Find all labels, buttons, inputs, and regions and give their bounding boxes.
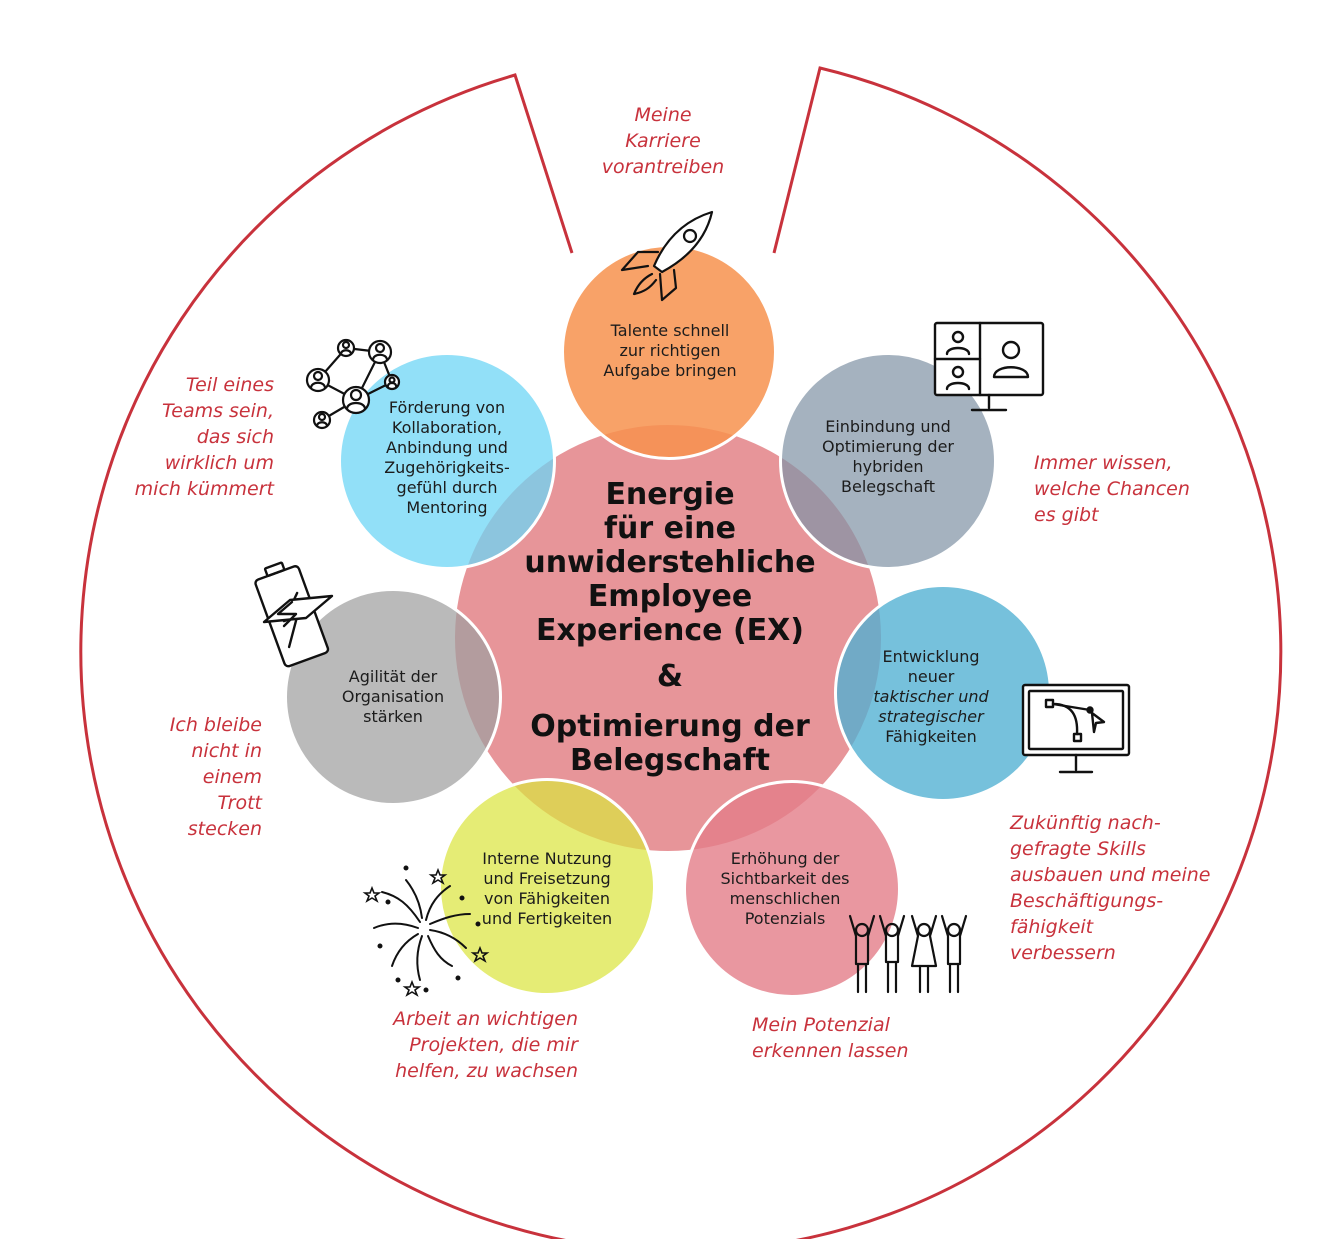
quote-chancen-line-2: welche Chancen: [1034, 478, 1190, 500]
vector-design-icon: [1020, 682, 1132, 778]
center-title-line-4: Employee: [587, 579, 753, 614]
quote-trott-line-5: stecken: [187, 818, 262, 840]
quote-karriere-line-3: vorantreiben: [601, 156, 725, 178]
quote-karriere-line-1: Meine: [634, 104, 692, 126]
quote-trott-line-3: einem: [202, 766, 262, 788]
text-einbindung: Einbindung und Optimierung der hybriden …: [803, 417, 973, 497]
quote-chancen-line-3: es gibt: [1034, 504, 1099, 526]
quote-trott-line-2: nicht in: [191, 740, 262, 762]
einbindung-line-3: hybriden: [852, 457, 924, 476]
rocket-icon: [614, 208, 724, 304]
quote-projekte-line-2: Projekten, die mir: [409, 1034, 578, 1056]
people-cheering-icon: [846, 912, 972, 996]
quote-team-line-4: wirklich um: [164, 452, 274, 474]
foerderung-line-2: Kollaboration,: [391, 418, 503, 437]
outer-arc: [79, 66, 1283, 1239]
talente-line-1: Talente schnell: [610, 321, 730, 340]
quote-skills-line-5: fähigkeit: [1010, 916, 1094, 938]
entwicklung-line-5: Fähigkeiten: [885, 727, 977, 746]
interne-line-3: von Fähigkeiten: [483, 889, 610, 908]
quote-skills-line-3: ausbauen und meine: [1010, 864, 1211, 886]
circle-talente: [561, 244, 777, 460]
circle-entwicklung: [834, 584, 1052, 802]
foerderung-line-6: Mentoring: [406, 498, 488, 517]
circle-foerderung: [338, 352, 556, 570]
quote-skills-line-2: gefragte Skills: [1010, 838, 1146, 860]
battery-charge-icon: [246, 556, 338, 672]
quote-projekte-line-1: Arbeit an wichtigen: [393, 1008, 578, 1030]
center-title-line-2: für eine: [604, 511, 736, 546]
center-subtitle-line-1: Optimierung der: [530, 709, 810, 744]
entwicklung-line-4: strategischer: [878, 707, 984, 726]
quote-chancen-line-1: Immer wissen,: [1034, 452, 1173, 474]
agilitaet-line-1: Agilität der: [348, 667, 438, 686]
quote-projekte: Arbeit an wichtigen Projekten, die mir h…: [370, 1006, 578, 1084]
circle-interne: [438, 778, 656, 996]
quote-trott-line-4: Trott: [217, 792, 262, 814]
center-title-line-5: Experience (EX): [535, 613, 805, 648]
fireworks-icon: [358, 862, 496, 998]
text-talente: Talente schnell zur richtigen Aufgabe br…: [582, 321, 758, 381]
text-agilitaet: Agilität der Organisation stärken: [318, 667, 468, 727]
center-ampersand: &: [656, 659, 684, 694]
erhoehung-line-3: menschlichen: [729, 889, 841, 908]
foerderung-line-1: Förderung von: [388, 398, 506, 417]
quote-team-line-1: Teil eines: [185, 374, 274, 396]
quote-team-line-2: Teams sein,: [162, 400, 274, 422]
quote-team-line-3: das sich: [196, 426, 274, 448]
text-foerderung: Förderung von Kollaboration, Anbindung u…: [370, 398, 524, 518]
interne-line-4: und Fertigkeiten: [481, 909, 613, 928]
quote-skills: Zukünftig nach- gefragte Skills ausbauen…: [1010, 810, 1224, 966]
quote-skills-line-1: Zukünftig nach-: [1010, 812, 1161, 834]
quote-karriere-line-2: Karriere: [625, 130, 701, 152]
einbindung-line-1: Einbindung und: [825, 417, 951, 436]
center-subtitle-line-2: Belegschaft: [570, 743, 770, 778]
entwicklung-line-2: neuer: [907, 667, 955, 686]
foerderung-line-5: gefühl durch: [396, 478, 498, 497]
einbindung-line-2: Optimierung der: [821, 437, 955, 456]
quote-chancen: Immer wissen, welche Chancen es gibt: [1034, 450, 1234, 528]
quote-potenzial-line-1: Mein Potenzial: [752, 1014, 890, 1036]
interne-line-1: Interne Nutzung: [482, 849, 612, 868]
quote-potenzial-line-2: erkennen lassen: [752, 1040, 909, 1062]
foerderung-line-3: Anbindung und: [386, 438, 508, 457]
quote-karriere: Meine Karriere vorantreiben: [582, 102, 744, 180]
foerderung-line-4: Zugehörigkeits-: [384, 458, 510, 477]
text-interne: Interne Nutzung und Freisetzung von Fähi…: [462, 849, 632, 929]
quote-skills-line-4: Beschäftigungs-: [1010, 890, 1164, 912]
center-title: Energie für eine unwiderstehliche Employ…: [500, 478, 840, 778]
quote-skills-line-6: verbessern: [1010, 942, 1116, 964]
text-erhoehung: Erhöhung der Sichtbarkeit des menschlich…: [700, 849, 870, 929]
quote-projekte-line-3: helfen, zu wachsen: [395, 1060, 578, 1082]
network-icon: [298, 336, 408, 432]
text-entwicklung: Entwicklung neuer taktischer und strateg…: [866, 647, 996, 747]
entwicklung-line-3: taktischer und: [873, 687, 989, 706]
quote-potenzial: Mein Potenzial erkennen lassen: [752, 1012, 942, 1064]
erhoehung-line-4: Potenzials: [744, 909, 826, 928]
quote-team: Teil eines Teams sein, das sich wirklich…: [126, 372, 274, 502]
quote-trott-line-1: Ich bleibe: [169, 714, 262, 736]
entwicklung-line-1: Entwicklung: [882, 647, 980, 666]
circle-erhoehung: [683, 780, 901, 998]
quote-trott: Ich bleibe nicht in einem Trott stecken: [140, 712, 262, 842]
video-call-icon: [932, 320, 1046, 416]
erhoehung-line-2: Sichtbarkeit des: [720, 869, 850, 888]
talente-line-2: zur richtigen: [619, 341, 721, 360]
quote-team-line-5: mich kümmert: [134, 478, 274, 500]
center-title-line-1: Energie: [605, 477, 735, 512]
agilitaet-line-2: Organisation: [341, 687, 445, 706]
center-title-line-3: unwiderstehliche: [524, 545, 816, 580]
talente-line-3: Aufgabe bringen: [603, 361, 737, 380]
agilitaet-line-3: stärken: [363, 707, 423, 726]
erhoehung-line-1: Erhöhung der: [730, 849, 840, 868]
interne-line-2: und Freisetzung: [483, 869, 611, 888]
einbindung-line-4: Belegschaft: [841, 477, 935, 496]
